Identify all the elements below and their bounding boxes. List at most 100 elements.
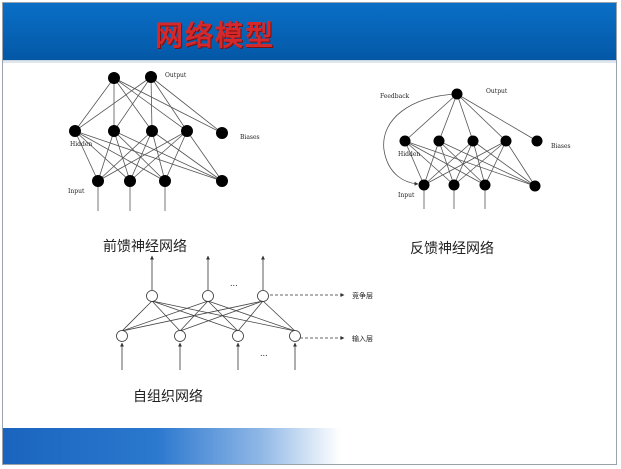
fb-loop-curve xyxy=(383,93,458,186)
fb-edge xyxy=(438,140,486,186)
caption-feedforward: 前馈神经网络 xyxy=(103,239,187,255)
fb-hidden-node xyxy=(500,135,512,147)
fb-edge xyxy=(438,93,458,142)
ff-edge xyxy=(74,76,152,132)
so-edge xyxy=(179,300,264,332)
ff-edge xyxy=(113,77,223,134)
ff-edge xyxy=(74,130,223,182)
fb-edge xyxy=(404,140,486,186)
ff-edge xyxy=(74,77,115,132)
fb-edge xyxy=(505,140,536,187)
ff-edge xyxy=(164,130,188,182)
so-nodes xyxy=(116,290,301,342)
ff-output-node xyxy=(108,72,120,84)
so-ellipsis-bottom: ... xyxy=(260,349,268,358)
fb-edge xyxy=(456,93,474,142)
ff-label-biases: Biases xyxy=(240,134,260,141)
ff-output-node xyxy=(145,71,157,83)
fb-input-node xyxy=(448,179,460,191)
fb-edge xyxy=(453,140,507,186)
ff-hidden-node xyxy=(181,125,193,137)
fb-label-input: Input xyxy=(398,192,415,199)
fb-edge xyxy=(404,140,455,186)
so-competitive-node xyxy=(146,290,158,302)
so-edge xyxy=(151,300,296,332)
fb-label-hidden: Hidden xyxy=(398,151,420,158)
so-label-competitive: 竞争层 xyxy=(352,291,373,300)
fb-hidden-node xyxy=(399,135,411,147)
fb-input-node xyxy=(418,179,430,191)
so-competitive-node xyxy=(202,290,214,302)
fb-edge xyxy=(423,140,474,186)
fb-label-feedback: Feedback xyxy=(380,93,410,100)
ff-edges xyxy=(74,76,223,182)
so-edge xyxy=(262,300,296,332)
fb-bias-node xyxy=(531,135,543,147)
fb-bias-node xyxy=(529,180,541,192)
fb-edge xyxy=(404,140,425,186)
ff-bias-node xyxy=(216,175,228,187)
ff-edge xyxy=(186,130,223,182)
self-organizing-network: 竞争层 输入层 ... ... xyxy=(116,255,373,370)
ff-input-node xyxy=(124,175,136,187)
ff-edge xyxy=(97,130,115,182)
fb-nodes xyxy=(399,88,543,192)
so-edge xyxy=(151,300,239,332)
fb-label-biases: Biases xyxy=(551,143,571,150)
ff-hidden-node xyxy=(146,125,158,137)
ff-edge xyxy=(74,130,166,182)
fb-hidden-node xyxy=(467,135,479,147)
ff-hidden-node xyxy=(108,125,120,137)
feedforward-network: Output Hidden Input Biases xyxy=(68,71,260,211)
ff-label-output: Output xyxy=(165,72,187,79)
ff-input-node xyxy=(92,175,104,187)
fb-edge xyxy=(453,140,474,186)
fb-edge xyxy=(484,140,507,186)
fb-hidden-node xyxy=(433,135,445,147)
ff-edge xyxy=(74,130,99,182)
ff-edge xyxy=(97,130,153,182)
so-edges xyxy=(121,300,296,332)
slide-title: 网络模型 xyxy=(155,19,276,52)
ff-edge xyxy=(151,130,223,182)
so-edge xyxy=(121,300,153,332)
caption-feedback: 反馈神经网络 xyxy=(410,241,494,257)
feedback-network: Feedback Output Hidden Input Biases xyxy=(380,88,571,209)
ff-label-input: Input xyxy=(68,188,85,195)
ff-edge xyxy=(151,130,166,182)
fb-edge xyxy=(456,93,507,142)
title-banner xyxy=(3,3,616,61)
so-edge xyxy=(207,300,296,332)
fb-label-output: Output xyxy=(486,88,508,95)
ff-edge xyxy=(97,130,188,182)
so-edge xyxy=(151,300,181,332)
so-arrows xyxy=(120,255,297,370)
so-input-node xyxy=(174,330,186,342)
ff-bias-node xyxy=(216,127,228,139)
ff-input-node xyxy=(159,175,171,187)
ff-label-hidden: Hidden xyxy=(70,141,92,148)
fb-edge xyxy=(438,140,455,186)
so-input-node xyxy=(232,330,244,342)
ff-edge xyxy=(150,76,223,134)
so-input-node xyxy=(289,330,301,342)
fb-edge xyxy=(404,93,458,142)
so-edge xyxy=(121,300,264,332)
ff-edge xyxy=(113,130,131,182)
ff-edge xyxy=(113,130,166,182)
so-competitive-node xyxy=(257,290,269,302)
ff-edge xyxy=(113,130,223,182)
fb-edge xyxy=(423,140,440,186)
so-edge xyxy=(121,300,209,332)
ff-edge xyxy=(74,130,131,182)
fb-edge xyxy=(456,93,538,142)
fb-edges xyxy=(404,93,538,187)
fb-output-node xyxy=(451,88,463,100)
fb-edge xyxy=(404,140,536,187)
so-ellipsis-top: ... xyxy=(230,279,238,288)
so-label-input-layer: 输入层 xyxy=(352,334,373,343)
ff-edge xyxy=(113,77,153,132)
so-input-node xyxy=(116,330,128,342)
ff-edge xyxy=(113,77,188,132)
